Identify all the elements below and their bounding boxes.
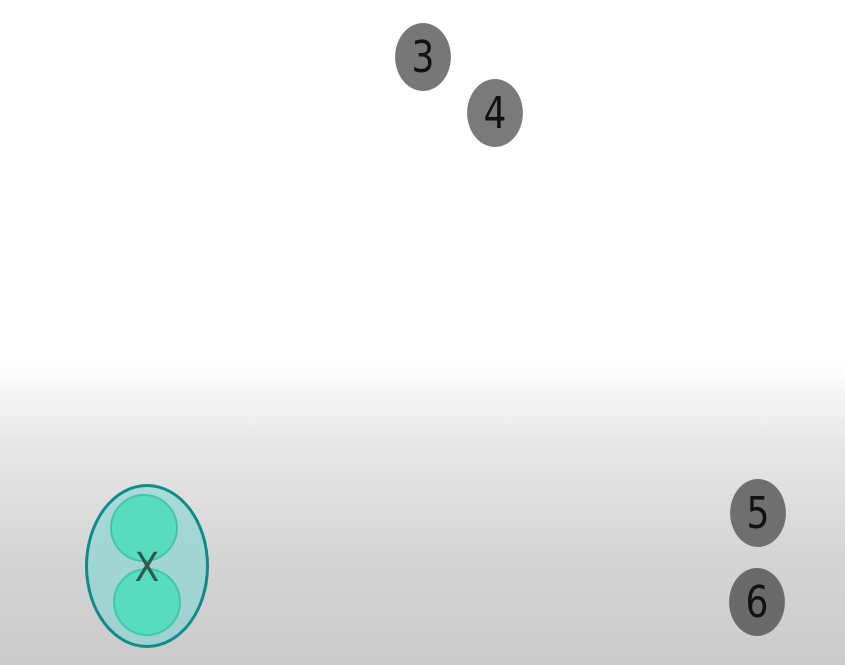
player-mark: X — [134, 545, 160, 591]
number-ball-4[interactable]: 4 — [467, 79, 523, 147]
player-dot-bottom — [113, 568, 181, 636]
number-ball-3[interactable]: 3 — [395, 23, 451, 91]
number-ball-label: 3 — [411, 32, 435, 83]
player-dot-top — [110, 494, 178, 562]
number-ball-label: 5 — [746, 488, 770, 539]
player-cell[interactable]: X — [85, 484, 209, 648]
number-ball-label: 6 — [745, 577, 769, 628]
number-ball-5[interactable]: 5 — [730, 479, 786, 547]
number-ball-6[interactable]: 6 — [729, 568, 785, 636]
number-ball-label: 4 — [483, 88, 507, 139]
